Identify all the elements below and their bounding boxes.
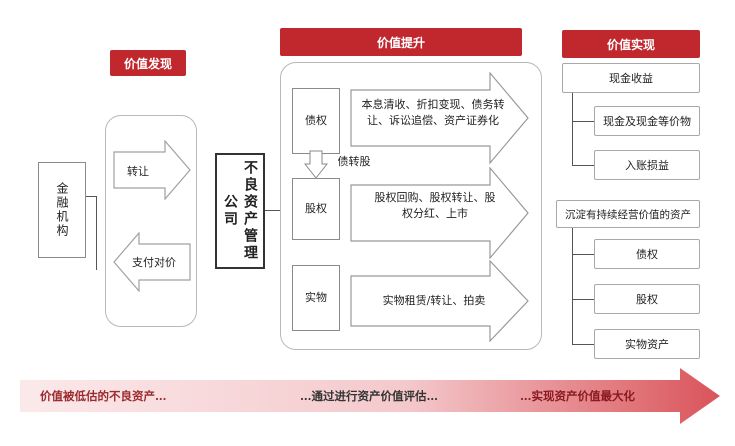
tree-line xyxy=(572,344,594,345)
header-value-discovery: 价值发现 xyxy=(110,50,186,76)
flow-start-label: 价值被低估的不良资产… xyxy=(40,389,167,403)
physical-methods-arrow xyxy=(350,260,529,342)
physical-methods-label: 实物租赁/转让、拍卖 xyxy=(382,294,486,307)
amc-box: 不良资产管理公司 xyxy=(215,153,265,269)
debt-methods-label: 本息清收、折扣变现、债务转让、诉讼追偿、资产证券化 xyxy=(361,98,505,127)
debt-to-equity-label: 债转股 xyxy=(337,155,371,168)
tree-line xyxy=(572,228,573,344)
debt-to-equity-arrow xyxy=(304,150,328,179)
flow-end-label: …实现资产价值最大化 xyxy=(520,389,635,403)
realized-equity-box: 股权 xyxy=(594,284,700,314)
physical-box: 实物 xyxy=(292,265,340,331)
flow-middle-label: …通过进行资产价值评估… xyxy=(300,389,438,403)
physical-assets-box: 实物资产 xyxy=(594,329,700,359)
realized-debt-label: 债权 xyxy=(636,248,658,261)
sunk-assets-label: 沉淀有持续经营价值的资产 xyxy=(565,208,691,221)
transfer-label: 转让 xyxy=(127,165,149,178)
debt-box: 债权 xyxy=(292,88,340,154)
cash-equivalents-label: 现金及现金等价物 xyxy=(603,115,691,128)
physical-label: 实物 xyxy=(305,291,327,304)
header-value-realization: 价值实现 xyxy=(562,30,700,58)
value-flow-arrow xyxy=(20,368,720,424)
bracket-line xyxy=(96,196,97,270)
equity-methods-label: 股权回购、股权转让、股权分红、上市 xyxy=(374,191,496,220)
header-value-enhancement: 价值提升 xyxy=(280,28,522,56)
discovery-group xyxy=(105,115,197,327)
physical-assets-label: 实物资产 xyxy=(625,338,669,351)
booked-gain-loss-box: 入账损益 xyxy=(594,150,700,180)
cash-income-box: 现金收益 xyxy=(562,63,700,93)
tree-line xyxy=(572,165,594,166)
booked-gain-loss-label: 入账损益 xyxy=(625,159,669,172)
debt-label: 债权 xyxy=(305,114,327,127)
tree-line xyxy=(572,299,594,300)
financial-institution-box: 金融机构 xyxy=(38,162,86,258)
debt-methods-arrow xyxy=(350,72,529,164)
amc-label: 不良资产管理公司 xyxy=(222,160,258,262)
connector-line xyxy=(265,210,280,211)
transfer-arrow xyxy=(113,140,191,200)
cash-equivalents-box: 现金及现金等价物 xyxy=(594,106,700,136)
bracket-line xyxy=(86,196,96,197)
tree-line xyxy=(572,254,594,255)
tree-line xyxy=(572,93,573,165)
pay-consideration-arrow xyxy=(113,232,191,292)
equity-methods-arrow xyxy=(350,167,529,259)
equity-box: 股权 xyxy=(292,178,340,240)
cash-income-label: 现金收益 xyxy=(609,72,653,85)
sunk-assets-box: 沉淀有持续经营价值的资产 xyxy=(556,200,700,228)
equity-label: 股权 xyxy=(305,202,327,215)
realized-equity-label: 股权 xyxy=(636,293,658,306)
realized-debt-box: 债权 xyxy=(594,239,700,269)
tree-line xyxy=(572,121,594,122)
financial-institution-label: 金融机构 xyxy=(55,182,69,238)
pay-consideration-label: 支付对价 xyxy=(132,256,176,269)
